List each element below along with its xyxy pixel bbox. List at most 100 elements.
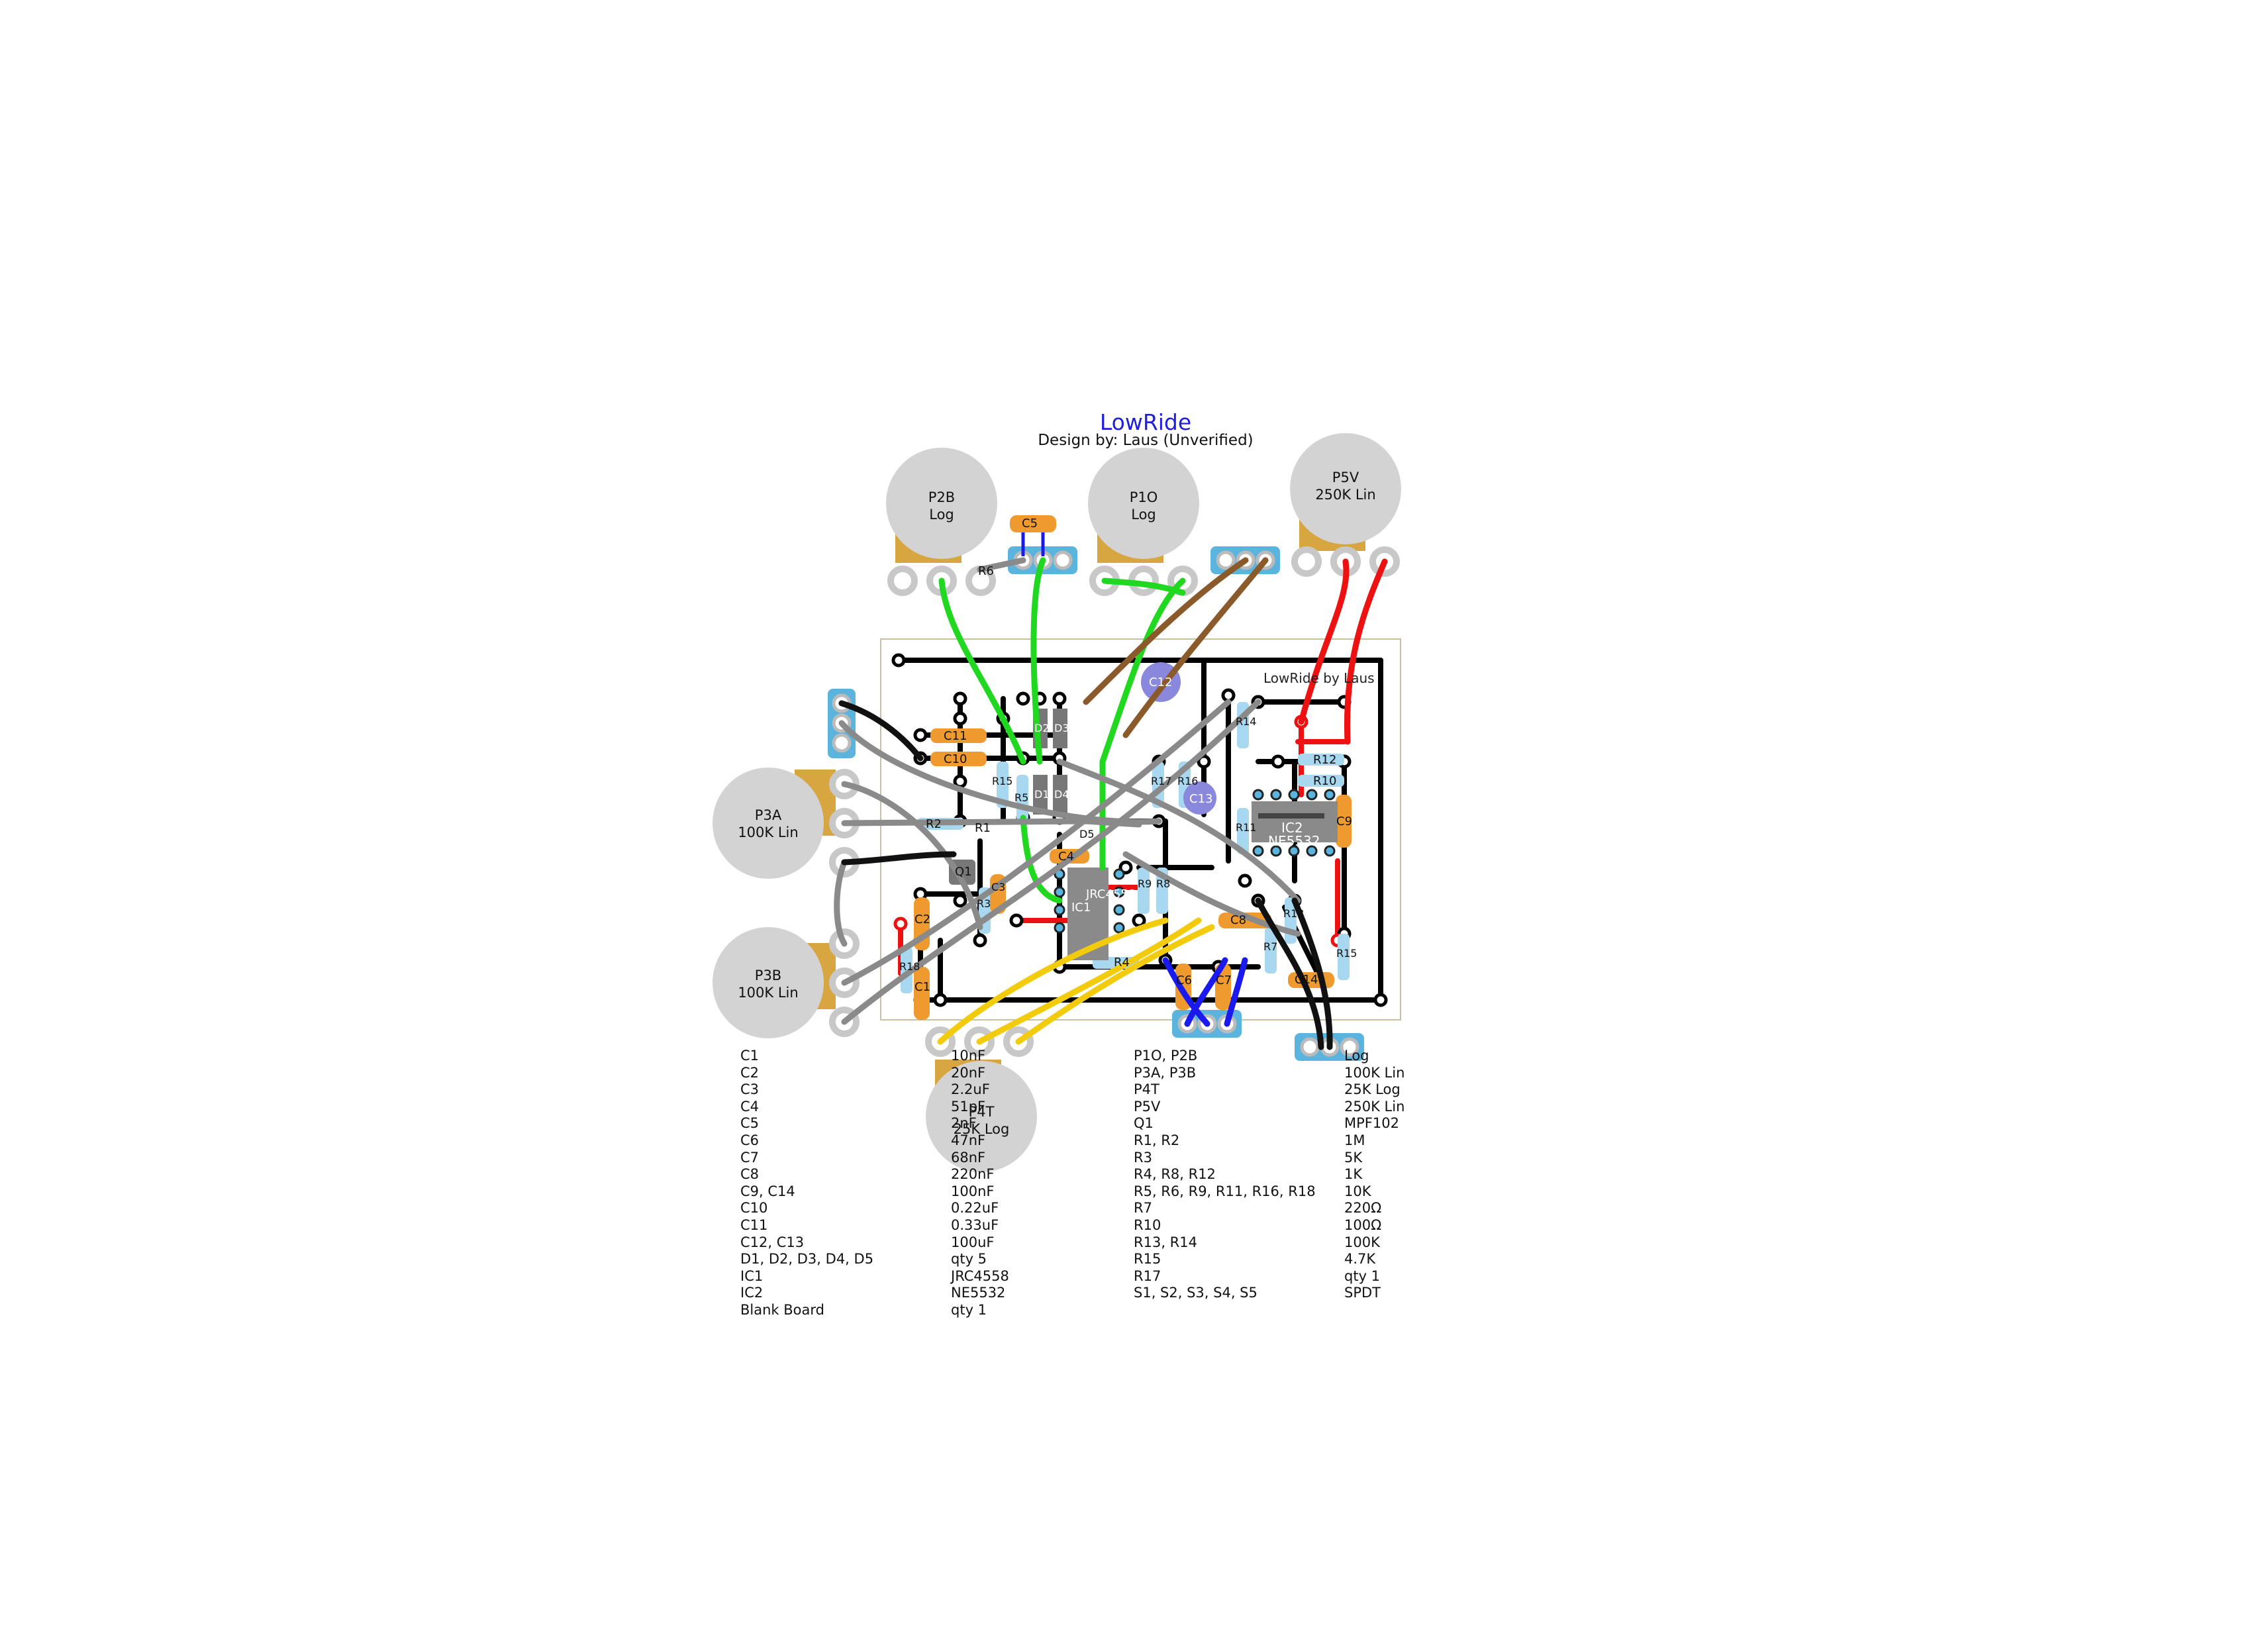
- label-c8: C8: [1230, 913, 1247, 927]
- label-c4: C4: [1058, 850, 1075, 864]
- label-ic2-part: NE5532: [1268, 833, 1320, 849]
- label-r11: R11: [1236, 821, 1257, 834]
- label-c10: C10: [944, 752, 967, 766]
- board-label: LowRide by Laus: [1263, 670, 1375, 686]
- label-r12: R12: [1313, 753, 1337, 767]
- bom-value-cell: 100K: [1344, 1234, 1380, 1250]
- bom-ref-cell: C5: [740, 1115, 760, 1132]
- wires-green: [938, 557, 1186, 904]
- label-r15b: R15: [1336, 947, 1357, 960]
- wires-red: [1298, 558, 1388, 745]
- label-r9: R9: [1138, 877, 1152, 890]
- pot-p2b[interactable]: [886, 448, 997, 596]
- bom-ref-cell: R5, R6, R9, R11, R16, R18: [1134, 1183, 1316, 1199]
- bom-ref-cell: S1, S2, S3, S4, S5: [1134, 1285, 1257, 1301]
- bom-value-cell: 51pF: [951, 1098, 986, 1115]
- pot-p5v[interactable]: [1290, 433, 1401, 577]
- bom-ref-cell: R3: [1134, 1149, 1152, 1166]
- label-r4: R4: [1114, 956, 1130, 970]
- bom-ref-cell: Blank Board: [740, 1301, 824, 1318]
- label-d3: D3: [1054, 722, 1069, 734]
- label-r17: R17: [1151, 775, 1172, 787]
- bom-value-cell: JRC4558: [951, 1268, 1009, 1284]
- label-c5: C5: [1022, 517, 1038, 530]
- bom-value-cell: 100nF: [951, 1183, 995, 1199]
- label-r3: R3: [977, 897, 991, 910]
- label-ic2: IC2: [1281, 820, 1303, 836]
- bom-value-cell: 10nF: [951, 1048, 986, 1064]
- label-r10: R10: [1313, 774, 1337, 788]
- bom-value-cell: 10K: [1344, 1183, 1371, 1199]
- bom-ref-cell: R10: [1134, 1217, 1161, 1233]
- bom-value-cell: 5K: [1344, 1149, 1363, 1166]
- bom-value-cell: 68nF: [951, 1149, 986, 1166]
- bom-ref-cell: IC1: [740, 1268, 764, 1284]
- bom-value-cell: qty 5: [951, 1251, 987, 1268]
- bom-ref-cell: C4: [740, 1098, 760, 1115]
- bom-ref-cell: D1, D2, D3, D4, D5: [740, 1251, 874, 1268]
- label-d2: D2: [1034, 722, 1050, 734]
- bom-ref-cell: C6: [740, 1132, 760, 1148]
- pot-p3a[interactable]: [713, 768, 860, 879]
- bom-value-cell: qty 1: [951, 1301, 987, 1318]
- bom-ref-cell: R17: [1134, 1268, 1161, 1284]
- label-r15: R15: [992, 775, 1013, 787]
- label-c6: C6: [1176, 973, 1193, 987]
- label-ic1: IC1: [1071, 901, 1091, 915]
- bom-value-cell: 2nF: [951, 1115, 977, 1132]
- bom-ref-cell: C7: [740, 1149, 760, 1166]
- wires-gray: [834, 557, 1301, 1025]
- bom-value-cell: 25K Log: [1344, 1081, 1401, 1098]
- bom-value-cell: MPF102: [1344, 1115, 1399, 1132]
- label-c1: C1: [914, 980, 931, 994]
- bom-value-cell: 100Ω: [1344, 1217, 1382, 1233]
- pot-p4t[interactable]: [925, 1026, 1037, 1172]
- label-q1: Q1: [955, 865, 972, 879]
- wires-black: [838, 700, 1333, 1050]
- bom-ref-cell: C9, C14: [740, 1183, 795, 1199]
- label-c14: C14: [1295, 973, 1318, 987]
- label-d4: D4: [1054, 788, 1069, 801]
- bom-ref-cell: R13, R14: [1134, 1234, 1197, 1250]
- bom-ref-cell: R15: [1134, 1251, 1161, 1268]
- bom-value-cell: 4.7K: [1344, 1251, 1376, 1268]
- label-ic1-part: JRC4558: [1086, 887, 1136, 901]
- bom-value-cell: 1K: [1344, 1166, 1363, 1183]
- label-r13: R13: [1283, 907, 1305, 920]
- pot-p3b[interactable]: [713, 927, 860, 1038]
- label-r2: R2: [926, 817, 942, 831]
- label-d5: D5: [1079, 828, 1095, 840]
- bom-ref-cell: P5V: [1134, 1098, 1161, 1115]
- wires-yellow: [937, 917, 1215, 1045]
- diagram-subtitle: Design by: Laus (Unverified): [1038, 432, 1254, 449]
- wires-blue: [1162, 957, 1248, 1027]
- label-r18: R18: [899, 960, 920, 973]
- bom-value-cell: 220Ω: [1344, 1200, 1382, 1217]
- bom-value-cell: 250K Lin: [1344, 1098, 1405, 1115]
- bom-ref-cell: P3A, P3B: [1134, 1064, 1197, 1081]
- bom-ref-cell: C10: [740, 1200, 768, 1217]
- bom-ref-cell: IC2: [740, 1285, 764, 1301]
- bom-value-cell: SPDT: [1344, 1285, 1381, 1301]
- label-d1: D1: [1034, 788, 1050, 801]
- label-c11: C11: [944, 729, 967, 743]
- label-c13: C13: [1189, 792, 1213, 806]
- bom-value-cell: 1M: [1344, 1132, 1365, 1148]
- diagram-title: LowRide: [1099, 409, 1192, 435]
- bom-ref-cell: P1O, P2B: [1134, 1048, 1198, 1064]
- bom-ref-cell: C1: [740, 1048, 760, 1064]
- bom-ref-cell: C11: [740, 1217, 768, 1233]
- bom-ref-cell: C12, C13: [740, 1234, 805, 1250]
- bom-value-cell: 2.2uF: [951, 1081, 990, 1098]
- label-r1: R1: [975, 821, 991, 835]
- label-r6: R6: [978, 564, 994, 578]
